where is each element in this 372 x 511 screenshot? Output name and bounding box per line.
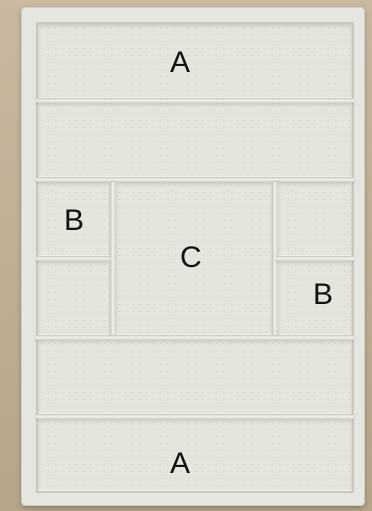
label-top-a: A (170, 48, 190, 78)
label-bottom-a: A (170, 449, 190, 479)
compartment-left-lower (38, 261, 110, 335)
compartment-bottom-a (38, 419, 352, 491)
label-right-b: B (313, 280, 333, 310)
compartment-row-4 (38, 340, 352, 414)
compartment-top-a (38, 24, 352, 98)
compartment-right-upper (278, 182, 352, 256)
compartment-row-2 (38, 103, 352, 177)
label-center-c: C (180, 243, 202, 273)
label-left-b: B (64, 206, 84, 236)
